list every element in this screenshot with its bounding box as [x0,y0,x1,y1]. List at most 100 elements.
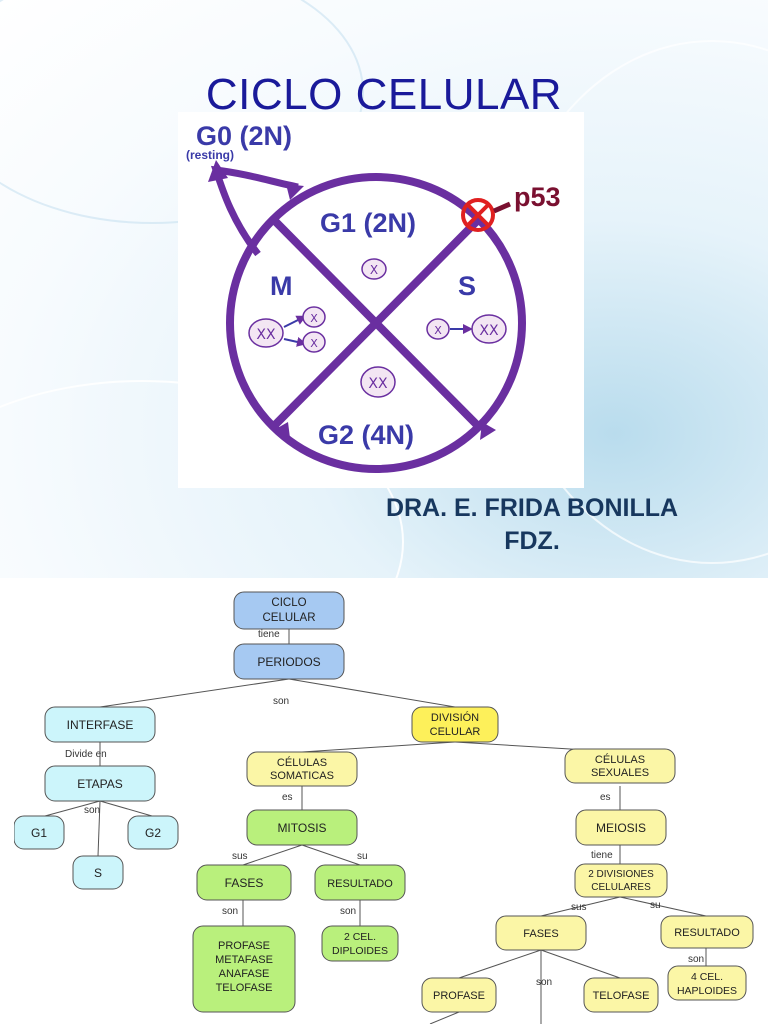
fase-item: ANAFASE [219,968,270,980]
node-resultado-mitosis-label: RESULTADO [327,878,393,890]
node-ciclo-line1: CICLO [271,597,306,609]
cell-cycle-diagram: G0 (2N) (resting) G1 (2N) S M G2 (4N) X [178,112,584,488]
node-periodos: PERIODOS [233,643,345,680]
node-dos-div-line2: CELULARES [591,882,651,893]
author: DRA. E. FRIDA BONILLA FDZ. [342,492,722,558]
fase-item: METAFASE [215,954,273,966]
node-g2: G2 [127,815,179,850]
node-telofase: TELOFASE [583,977,659,1013]
node-mitosis-label: MITOSIS [277,821,326,835]
ring-arrow [274,422,290,438]
node-fases-meiosis-label: FASES [523,928,558,940]
node-g1-label: G1 [31,826,47,840]
node-mitosis: MITOSIS [246,809,358,846]
concept-map-svg: CICLO CELULAR PERIODOS INTERFASE DIVISIÓ… [13,591,754,1025]
link-label: es [282,792,293,803]
cell-cycle-svg: G0 (2N) (resting) G1 (2N) S M G2 (4N) X [186,121,526,473]
node-ciclo-line2: CELULAR [262,612,315,624]
node-division: DIVISIÓN CELULAR [411,706,499,743]
author-line-2: FDZ. [504,527,560,555]
link-label: es [600,792,611,803]
node-diploides-line1: 2 CEL. [344,931,376,943]
author-line-1: DRA. E. FRIDA BONILLA [385,494,679,522]
node-resultado-mitosis: RESULTADO [314,864,406,901]
link-label: su [357,851,368,862]
link-label: son [273,696,289,707]
svg-text:XX: XX [256,327,276,343]
node-haploides-line1: 4 CEL. [691,971,723,983]
node-somaticas-line2: SOMATICAS [270,770,334,782]
node-profase: PROFASE [421,977,497,1013]
node-g1: G1 [13,815,65,850]
node-dos-divisiones: 2 DIVISIONES CELULARES [574,863,668,898]
fase-item: TELOFASE [216,982,273,994]
link-label: son [222,906,238,917]
node-meiosis-label: MEIOSIS [596,821,646,835]
cycle-ring [226,173,526,473]
slide-title: CICLO CELULAR [205,70,563,119]
node-s: S [72,855,124,890]
svg-text:X: X [370,263,378,277]
node-resultado-meiosis-label: RESULTADO [674,927,740,939]
link-label: sus [571,902,587,913]
link-label: Divide en [65,749,107,760]
node-fases-mitosis-label: FASES [225,876,264,890]
node-meiosis: MEIOSIS [575,809,667,846]
link-label: son [340,906,356,917]
svg-text:XX: XX [479,323,499,339]
node-s-label: S [94,866,102,880]
node-profase-label: PROFASE [433,990,485,1002]
node-telofase-label: TELOFASE [593,990,650,1002]
link-label: son [84,805,100,816]
g0-loop-arrowhead [208,160,228,182]
node-ciclo: CICLO CELULAR [233,591,345,630]
ring-arrow [480,422,496,440]
s-cell-icon: X XX [426,314,507,344]
node-resultado-meiosis: RESULTADO [660,915,754,949]
node-division-line2: CELULAR [430,726,481,738]
node-etapas: ETAPAS [44,765,156,802]
link-label: su [650,900,661,911]
node-diploides-line2: DIPLOIDES [332,945,388,957]
node-somaticas-line1: CÉLULAS [277,756,327,769]
link-label: sus [232,851,248,862]
m-label: M [270,271,293,301]
concept-map: CICLO CELULAR PERIODOS INTERFASE DIVISIÓ… [13,586,754,1025]
svg-text:X: X [310,312,318,325]
node-sexuales: CÉLULAS SEXUALES [564,748,676,784]
g1-label: G1 (2N) [320,208,416,238]
g0-note: (resting) [186,148,234,162]
g2-label: G2 (4N) [318,420,414,450]
node-sexuales-line1: CÉLULAS [595,753,645,766]
node-haploides: 4 CEL. HAPLOIDES [667,965,747,1001]
node-division-line1: DIVISIÓN [431,711,479,724]
divider-line [269,215,483,431]
node-somaticas: CÉLULAS SOMATICAS [246,751,358,787]
p53-label-svg: p53 [514,182,561,212]
node-etapas-label: ETAPAS [77,777,123,791]
g1-cell-icon: X [361,258,387,280]
svg-text:X: X [434,324,442,337]
node-dos-div-line1: 2 DIVISIONES [588,869,654,880]
node-interfase: INTERFASE [44,706,156,743]
node-haploides-line2: HAPLOIDES [677,985,737,997]
node-periodos-label: PERIODOS [257,655,320,669]
node-fases-meiosis: FASES [495,915,587,951]
s-label: S [458,271,476,301]
node-diploides: 2 CEL. DIPLOIDES [321,925,399,962]
node-g2-label: G2 [145,826,161,840]
g0-label: G0 (2N) [196,121,292,151]
link-label: son [688,954,704,965]
svg-text:X: X [310,337,318,350]
svg-text:XX: XX [368,376,388,392]
title-slide: CICLO CELULAR G0 (2N) (resting) [0,0,768,578]
connector-lines [44,629,707,1025]
node-sexuales-line2: SEXUALES [591,767,649,779]
node-fases-mitosis: FASES [196,864,292,901]
node-interfase-label: INTERFASE [67,718,134,732]
p53-label: p53 [514,182,561,212]
link-label: son [536,977,552,988]
link-label: tiene [591,850,613,861]
p53-checkpoint-icon [461,198,512,232]
node-fases-list: PROFASE METAFASE ANAFASE TELOFASE [192,925,296,1013]
